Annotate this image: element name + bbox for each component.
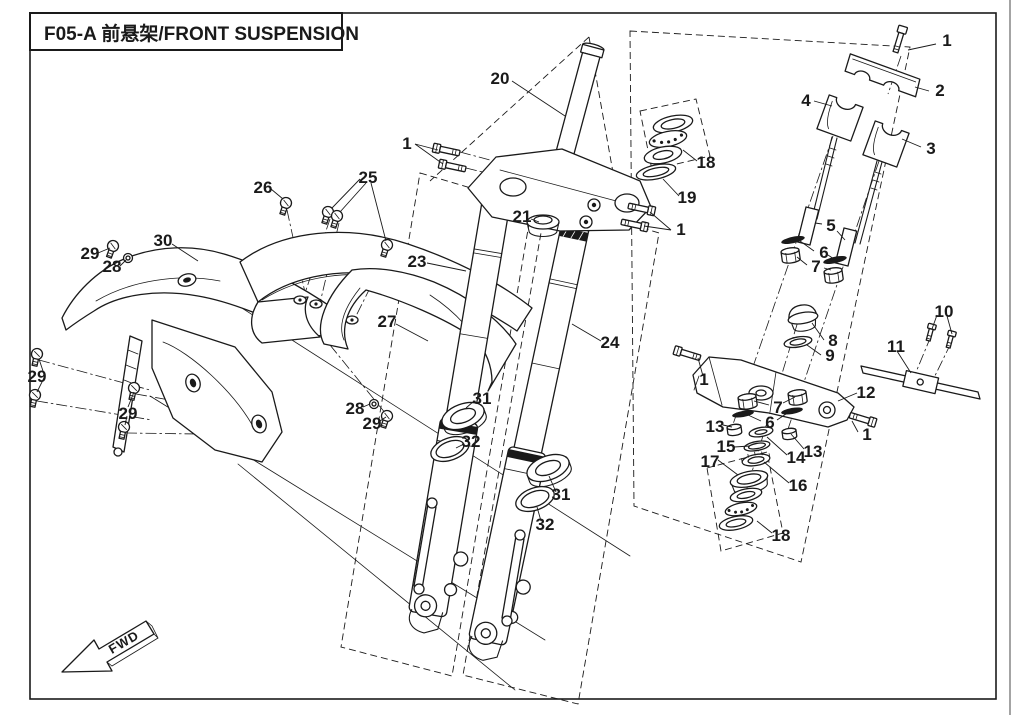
callout-43: 31	[552, 485, 571, 504]
callout-7: 1	[402, 134, 411, 153]
leader-lines	[36, 43, 953, 534]
callout-14: 7	[811, 257, 820, 276]
title-box: F05-A 前悬架/FRONT SUSPENSION	[29, 12, 359, 51]
stay-link-left	[413, 497, 438, 595]
callout-8: 26	[254, 178, 273, 197]
handlebar-riser-part-3	[862, 120, 910, 168]
nut-part-7-a	[780, 246, 802, 265]
callout-26: 12	[857, 383, 876, 402]
callout-9: 25	[359, 168, 378, 187]
callout-35: 16	[789, 476, 808, 495]
screw-part-29-a	[28, 346, 45, 368]
callout-32: 15	[717, 437, 736, 456]
fender-arch-bracket	[239, 231, 533, 344]
callout-5: 18	[697, 153, 716, 172]
brake-hose-guide-part-11	[860, 365, 981, 400]
steering-stem-part-20	[467, 42, 652, 232]
callout-17: 30	[154, 231, 173, 250]
handlebar-upper-clamp-part-2	[844, 53, 921, 98]
nut-part-7-b	[823, 266, 845, 285]
callout-13: 6	[819, 243, 828, 262]
callout-27: 29	[28, 367, 47, 386]
callout-23: 10	[935, 302, 954, 321]
callout-42: 32	[462, 432, 481, 451]
washer-part-6-a	[781, 235, 805, 245]
callout-33: 14	[787, 448, 806, 467]
screw-part-10-b	[943, 329, 958, 350]
nut-part-7-d	[787, 388, 809, 407]
page-title: F05-A 前悬架/FRONT SUSPENSION	[44, 22, 359, 45]
callout-0: 1	[942, 31, 951, 50]
fork-cap-part-21	[526, 214, 560, 238]
bearing-cone-part-14	[748, 426, 774, 438]
callout-15: 29	[81, 244, 100, 263]
callout-16: 28	[103, 257, 122, 276]
callout-29: 6	[765, 413, 774, 432]
bolt-part-1-b	[437, 158, 468, 175]
steering-stem-nut-part-8	[787, 304, 819, 332]
upper-triple-clamp-part-12	[692, 356, 855, 428]
handlebar-riser-part-4	[816, 94, 864, 142]
washer-part-6-c	[732, 410, 754, 418]
washer-part-6-b	[823, 255, 847, 265]
callout-3: 3	[926, 139, 935, 158]
callout-41: 31	[473, 389, 492, 408]
washer-part-28-mid	[368, 398, 380, 410]
callout-38: 29	[119, 404, 138, 423]
callout-11: 1	[676, 220, 685, 239]
bearing-kit-part-18-lower	[718, 487, 763, 531]
callout-22: 9	[825, 346, 834, 365]
callout-36: 18	[772, 526, 791, 545]
callout-24: 11	[887, 337, 905, 356]
washer-part-9	[783, 335, 813, 349]
callout-37: 1	[862, 425, 871, 444]
stay-link-right	[501, 529, 526, 627]
callout-21: 8	[828, 331, 837, 350]
callout-39: 28	[346, 399, 365, 418]
dust-cover-part-17	[729, 470, 769, 495]
callout-18: 23	[408, 252, 427, 271]
callout-1: 2	[935, 81, 944, 100]
dust-seal-part-19	[635, 163, 677, 181]
screw-part-10-a	[923, 322, 938, 343]
castle-nut-part-16	[741, 451, 771, 467]
callout-30: 13	[706, 417, 725, 436]
callout-6: 19	[678, 188, 697, 207]
callout-34: 17	[701, 452, 720, 471]
callout-25: 1	[699, 370, 708, 389]
bearing-kit-part-18-upper	[643, 114, 694, 165]
seal-ring-part-15	[743, 440, 771, 452]
callouts: 1 2 4 3 20 18 19 1 26 25 21 1 5 6 7 29 2…	[28, 31, 954, 545]
bolt-part-1-e	[672, 345, 703, 363]
callout-28: 7	[773, 398, 782, 417]
callout-31: 13	[804, 442, 823, 461]
screw-part-26	[276, 195, 294, 217]
callout-19: 27	[378, 312, 397, 331]
callout-44: 32	[536, 515, 555, 534]
bolt-part-1-top	[892, 24, 909, 54]
callout-20: 24	[601, 333, 620, 352]
callout-2: 4	[801, 91, 811, 110]
callout-12: 5	[826, 216, 835, 235]
locknut-part-13-a	[726, 423, 743, 437]
callout-10: 21	[513, 207, 532, 226]
callout-4: 20	[491, 69, 510, 88]
handlebar-stud-rods	[811, 136, 883, 245]
bolt-part-1-a	[431, 142, 462, 159]
fwd-arrow: FWD	[61, 620, 159, 673]
callout-40: 29	[363, 414, 382, 433]
page-border	[29, 0, 1011, 715]
washer-part-6-d	[781, 407, 803, 415]
